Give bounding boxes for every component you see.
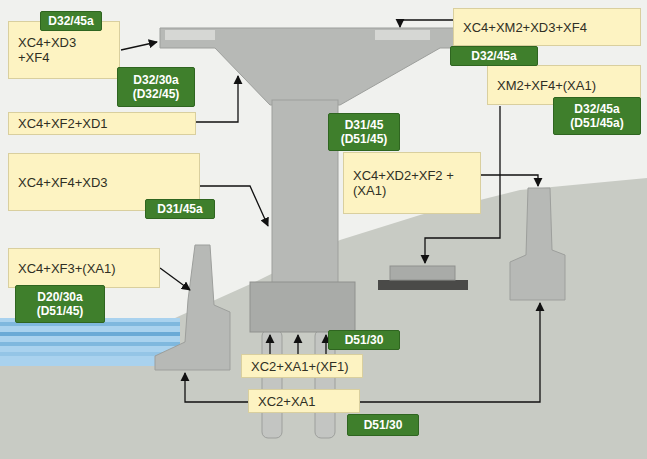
left-abutment [155,245,230,370]
leader-arrow [196,76,238,122]
exposure-class-box: XC4+XF2+XD1 [8,112,196,135]
concrete-class-text: D32/45a [46,14,96,28]
concrete-class-tag: D31/45a [145,199,215,219]
exposure-class-text: XC4+XD3 +XF4 [18,35,110,65]
deck-cap [375,30,430,40]
water [0,318,180,366]
bridge-deck [160,28,495,105]
right-abutment [510,188,565,300]
exposure-class-text: XC4+XF3+(XA1) [18,261,150,276]
exposure-class-text: XC4+XD2+XF2 +(XA1) [353,168,471,198]
exposure-class-box: XC4+XF3+(XA1) [8,248,160,288]
leader-arrow [185,373,248,402]
exposure-class-box: XC2+XA1 [248,389,360,413]
concrete-class-tag: D31/45 (D51/45) [328,113,400,151]
exposure-class-text: XC2+XA1 [258,394,350,409]
water-wave [0,332,180,336]
concrete-class-text: D20/30a (D51/45) [21,290,99,318]
gravel-bed [378,280,468,290]
exposure-class-text: XC4+XM2+XD3+XF4 [463,20,631,35]
exposure-class-box: XC4+XD2+XF2 +(XA1) [343,152,481,214]
water-wave [0,352,180,356]
water-body [0,318,180,366]
footing-slab [390,266,455,280]
concrete-class-text: D32/45a [456,49,532,63]
concrete-class-tag: D32/45a (D51/45a) [553,97,641,135]
concrete-class-tag: D20/30a (D51/45) [15,285,105,323]
leader-arrow [121,42,157,50]
leader-arrow [360,303,540,402]
leader-arrow [269,335,270,354]
leader-arrow [400,20,453,27]
concrete-class-text: D51/30 [353,418,413,432]
leader-arrow [481,175,538,186]
concrete-class-text: D31/45a [151,202,209,216]
concrete-class-text: D31/45 (D51/45) [334,118,394,146]
exposure-class-text: XM2+XF4+(XA1) [497,78,631,93]
exposure-class-text: XC2+XA1+(XF1) [251,359,353,374]
concrete-class-tag: D32/45a [450,46,538,66]
concrete-class-text: D32/30a (D32/45) [123,73,189,101]
concrete-class-tag: D51/30 [328,330,400,350]
leader-arrow [160,268,190,290]
concrete-class-tag: D32/45a [40,11,102,31]
pile-cap [250,282,355,332]
exposure-class-box: XC2+XA1+(XF1) [241,354,363,378]
exposure-class-text: XC4+XF2+XD1 [18,116,186,131]
leader-arrow [297,335,298,354]
water-wave [0,342,180,346]
concrete-class-tag: D51/30 [347,414,419,436]
concrete-class-text: D32/45a (D51/45a) [559,102,635,130]
exposure-class-text: XC4+XF4+XD3 [18,175,190,190]
concrete-class-text: D51/30 [334,333,394,347]
deck-cap [165,30,215,40]
concrete-class-tag: D32/30a (D32/45) [117,67,195,107]
pile [262,330,282,438]
exposure-class-box: XC4+XM2+XD3+XF4 [453,8,641,46]
leader-arrow [325,335,326,354]
